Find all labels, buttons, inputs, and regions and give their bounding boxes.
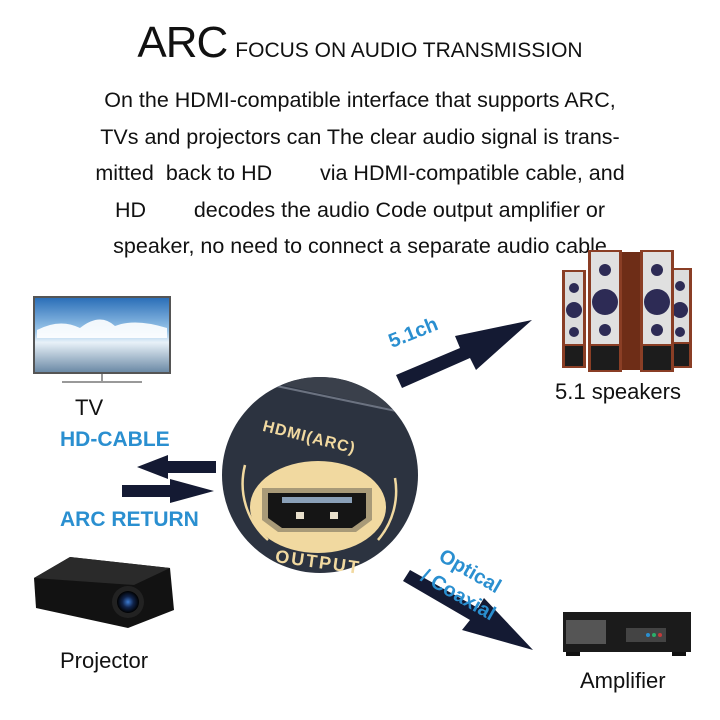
arc-return-label: ARC RETURN	[60, 508, 199, 531]
speakers-label: 5.1 speakers	[555, 379, 681, 404]
arrow-hd-cable	[137, 455, 216, 479]
page-title: ARC FOCUS ON AUDIO TRANSMISSION	[0, 18, 720, 68]
description: On the HDMI-compatible interface that su…	[40, 82, 680, 265]
hd-cable-label: HD-CABLE	[60, 428, 170, 451]
projector-label: Projector	[60, 648, 149, 673]
description-line: mitted back to HD via HDMI-compatible ca…	[95, 161, 625, 185]
arrow-arc-return	[122, 479, 214, 503]
hdmi-port	[222, 377, 418, 573]
description-line: HD decodes the audio Code output amplifi…	[115, 197, 605, 222]
title-subtitle: FOCUS ON AUDIO TRANSMISSION	[235, 39, 583, 62]
projector-icon	[34, 557, 174, 628]
arrow-5-1ch	[396, 320, 532, 388]
amplifier-icon	[563, 612, 691, 656]
amplifier-label: Amplifier	[580, 668, 666, 693]
description-line: TVs and projectors can The clear audio s…	[100, 124, 620, 149]
description-line: On the HDMI-compatible interface that su…	[104, 88, 616, 112]
tv-icon	[33, 296, 171, 383]
tv-label: TV	[75, 395, 104, 420]
speakers-icon	[562, 250, 692, 372]
arrow-optical-coaxial	[403, 570, 533, 650]
description-line: speaker, no need to connect a separate a…	[113, 234, 607, 258]
title-arc: ARC	[137, 18, 228, 67]
